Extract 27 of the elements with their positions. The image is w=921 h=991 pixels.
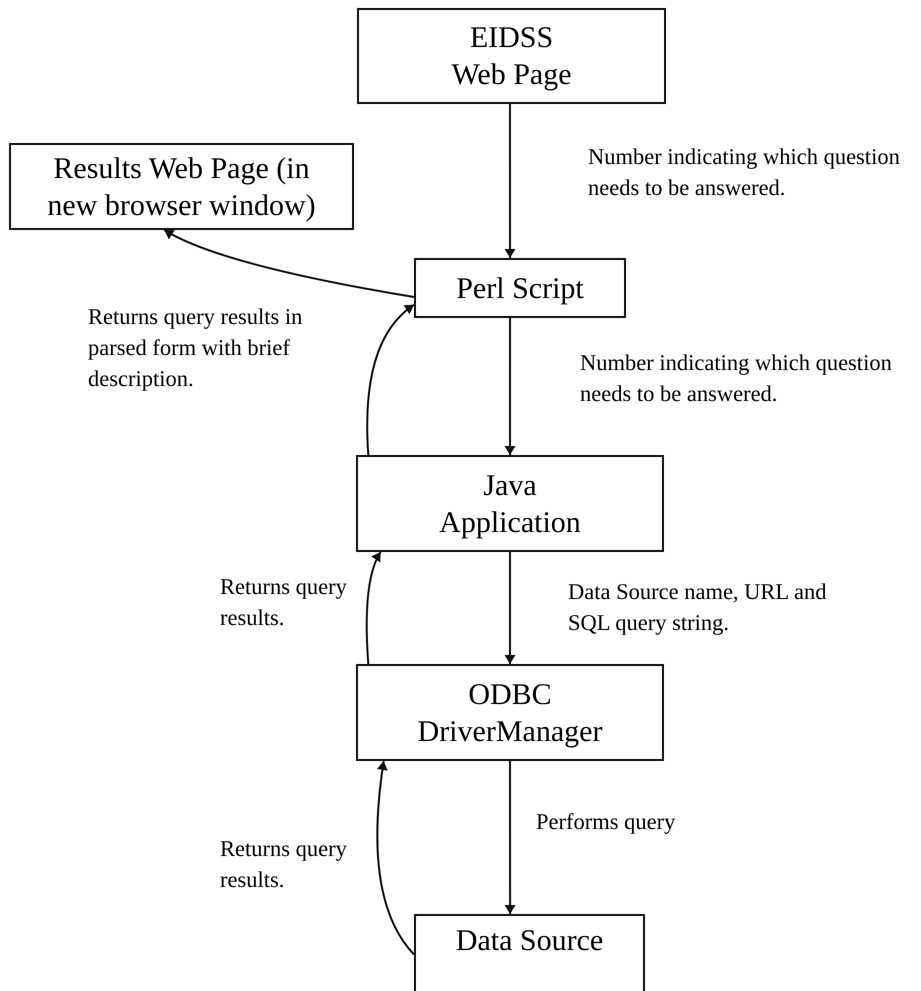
arrow — [366, 304, 415, 456]
edge-label: Returns query results. — [220, 835, 348, 894]
process-box — [9, 143, 354, 230]
arrow — [164, 229, 414, 298]
process-box — [356, 455, 664, 552]
box-label: EIDSS Web Page — [450, 20, 573, 93]
edge-label: Data Source name, URL and SQL query string. — [568, 578, 828, 637]
box-label: Perl Script — [455, 270, 585, 306]
edge-label: Number indicating which question needs to be answered. — [580, 349, 893, 408]
arrow — [506, 318, 514, 455]
arrow — [506, 761, 515, 914]
process-box — [414, 914, 645, 991]
box-label: Data Source — [454, 923, 604, 959]
box-label: ODBC DriverManager — [416, 676, 604, 750]
process-box — [414, 258, 626, 318]
edge-label: Returns query results. — [220, 573, 348, 632]
arrow — [376, 760, 415, 956]
arrow — [506, 552, 514, 664]
process-box — [357, 8, 666, 104]
arrow — [366, 552, 382, 664]
edge-label: Number indicating which question needs to be answered. — [588, 143, 901, 202]
edge-label: Returns query results in parsed form with brief description. — [88, 303, 304, 393]
arrow — [506, 104, 515, 258]
edge-label: Performs query — [536, 808, 676, 836]
box-label: Java Application — [438, 468, 582, 540]
box-label: Results Web Page (in new browser window) — [46, 150, 317, 224]
process-box — [356, 664, 664, 761]
